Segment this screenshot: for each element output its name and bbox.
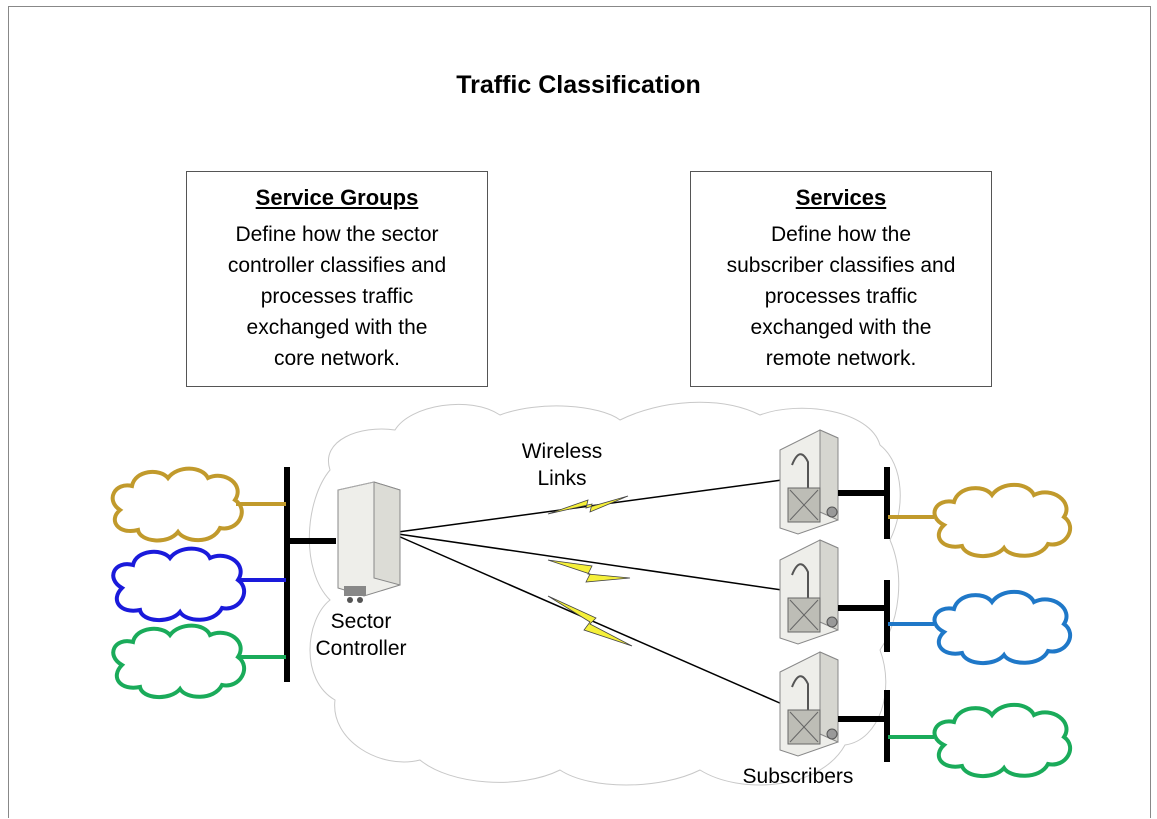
service-groups-line: processes traffic [260,285,414,308]
core-bus-link [288,538,336,544]
subscriber-bus-bar-1 [884,467,890,539]
services-line: exchanged with the [750,316,932,339]
wireless-links-label: Wireless Links [500,438,624,492]
subscriber-device-1 [779,429,839,535]
subscriber-device-2 [779,539,839,645]
subscriber-bus-bar-3 [884,690,890,762]
subscriber-bus-link-1 [838,490,888,496]
core-cloud-2 [111,546,246,622]
services-line: remote network. [765,347,917,370]
core-cloud-1 [110,466,244,543]
wireless-link-2 [397,533,783,591]
service-groups-line: controller classifies and [227,254,447,277]
sector-controller-device [337,481,401,603]
remote-cloud-2 [932,589,1072,665]
services-line: subscriber classifies and [726,254,956,277]
service-groups-heading: Service Groups [255,185,419,210]
services-line: processes traffic [764,285,918,308]
wireless-label-line: Links [537,467,587,490]
subscriber-bus-link-3 [838,716,888,722]
subscribers-label: Subscribers [742,765,854,788]
lightning-bolt-3 [547,595,633,647]
core-bus-bar [284,467,290,682]
subscriber-bus-bar-2 [884,580,890,652]
sector-label-line: Sector [330,610,392,633]
sector-controller-label: Sector Controller [296,608,426,662]
diagram-title: Traffic Classification [456,71,701,99]
sector-label-line: Controller [315,637,407,660]
service-groups-box: Service Groups Define how the sector con… [186,171,488,387]
core-cloud-3 [111,623,246,699]
diagram-frame [8,6,1151,818]
lightning-bolt-1 [547,495,629,515]
remote-cloud-3 [932,702,1072,778]
services-heading: Services [795,185,887,210]
wireless-region-cloud [308,401,901,786]
service-groups-description: Define how the sector controller classif… [187,219,487,374]
service-groups-line: Define how the sector [235,223,439,246]
lightning-bolt-2 [547,559,631,583]
services-line: Define how the [770,223,912,246]
wireless-label-line: Wireless [521,440,603,463]
services-box: Services Define how the subscriber class… [690,171,992,387]
services-description: Define how the subscriber classifies and… [691,219,991,374]
service-groups-line: core network. [273,347,401,370]
subscriber-device-3 [779,651,839,757]
service-groups-line: exchanged with the [246,316,428,339]
subscriber-bus-link-2 [838,605,888,611]
remote-cloud-1 [932,482,1072,558]
